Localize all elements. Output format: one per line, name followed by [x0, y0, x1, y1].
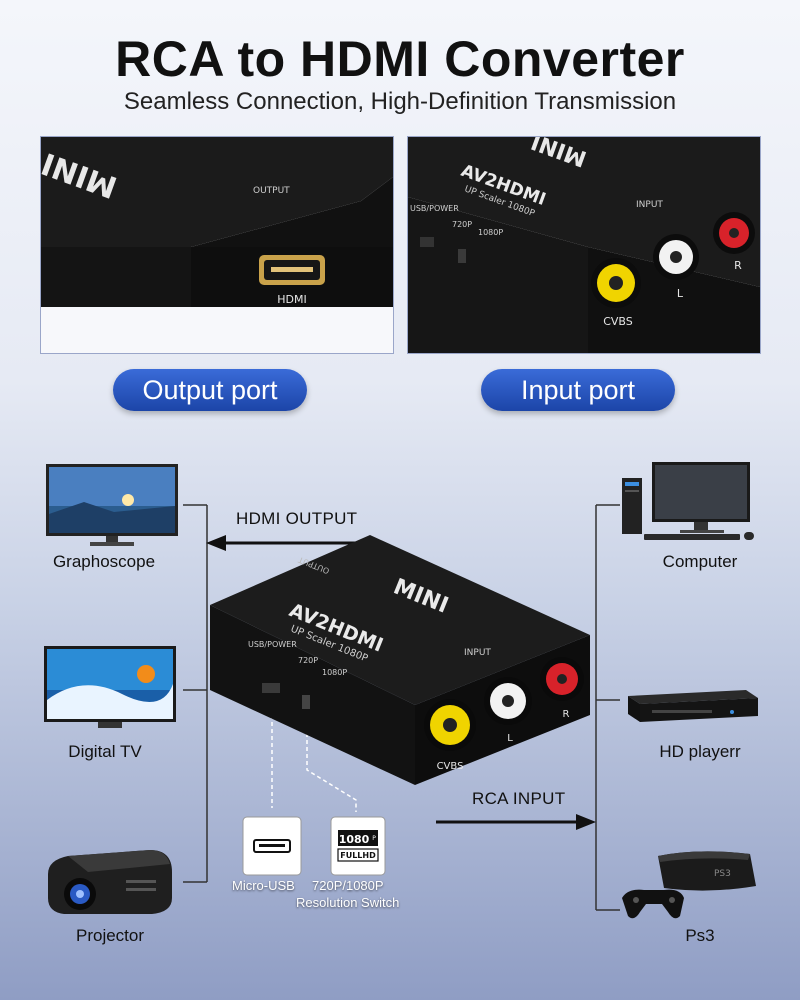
micro-usb-label: Micro-USB: [232, 878, 295, 893]
device-l-label: L: [507, 733, 513, 744]
converter-device: MINI AV2HDMI UP Scaler 1080P OUTPUT INPU…: [210, 535, 590, 785]
projector-label: Projector: [75, 926, 145, 945]
ps3-label: Ps3: [685, 926, 715, 945]
usb-label: USB/POWER: [410, 204, 459, 213]
rca-input-label: RCA INPUT: [472, 789, 566, 808]
hdmi-output-label: HDMI OUTPUT: [236, 509, 358, 528]
graphoscope-label: Graphoscope: [52, 552, 156, 571]
usb-port: [420, 237, 434, 247]
projector-icon: [48, 850, 172, 914]
device-input-label: INPUT: [464, 648, 491, 658]
input-side-label: INPUT: [636, 200, 663, 210]
device-cvbs-label: CVBS: [437, 761, 464, 772]
output-port-photo: MINI OUTPUT HDMI: [40, 136, 394, 354]
res-1080-label: 1080P: [478, 228, 503, 237]
fullhd-top-text: 1080: [339, 833, 370, 846]
res-switch-label-2: Resolution Switch: [296, 895, 400, 910]
l-label: L: [677, 287, 684, 300]
page-subtitle: Seamless Connection, High-Definition Tra…: [123, 88, 677, 115]
cvbs-label: CVBS: [603, 315, 633, 328]
res-720-label: 720P: [452, 220, 472, 229]
digital-tv-icon: [44, 646, 176, 728]
device-usb-label: USB/POWER: [248, 640, 297, 649]
input-port-photo: MINI AV2HDMI UP Scaler 1080P INPUT USB/P…: [407, 136, 761, 354]
input-port-pill: Input port: [481, 369, 675, 411]
output-side-label: OUTPUT: [253, 186, 290, 196]
hd-player-icon: [628, 690, 758, 722]
device-usb-port: [262, 683, 280, 693]
fullhd-icon: 1080 P FULLHD: [330, 816, 386, 876]
device-1080-label: 1080P: [322, 668, 347, 677]
micro-usb-icon: [242, 816, 302, 876]
digital-tv-label: Digital TV: [68, 742, 142, 761]
res-switch-label-1: 720P/1080P: [312, 878, 384, 893]
device-res-switch: [302, 695, 310, 709]
computer-label: Computer: [662, 552, 738, 571]
device-720-label: 720P: [298, 656, 318, 665]
computer-icon: [622, 462, 754, 540]
graphoscope-icon: [46, 464, 178, 546]
hdmi-port-label: HDMI: [277, 293, 306, 306]
ps3-logo: PS3: [714, 869, 731, 879]
res-switch: [458, 249, 466, 263]
page-title: RCA to HDMI Converter: [115, 31, 685, 87]
ps3-icon: PS3: [622, 851, 756, 919]
hd-player-label: HD playerr: [659, 742, 741, 761]
r-label: R: [734, 259, 742, 272]
fullhd-bottom-text: FULLHD: [340, 851, 376, 860]
device-r-label: R: [563, 709, 570, 720]
fullhd-p-text: P: [372, 835, 376, 842]
output-port-pill: Output port: [113, 369, 307, 411]
